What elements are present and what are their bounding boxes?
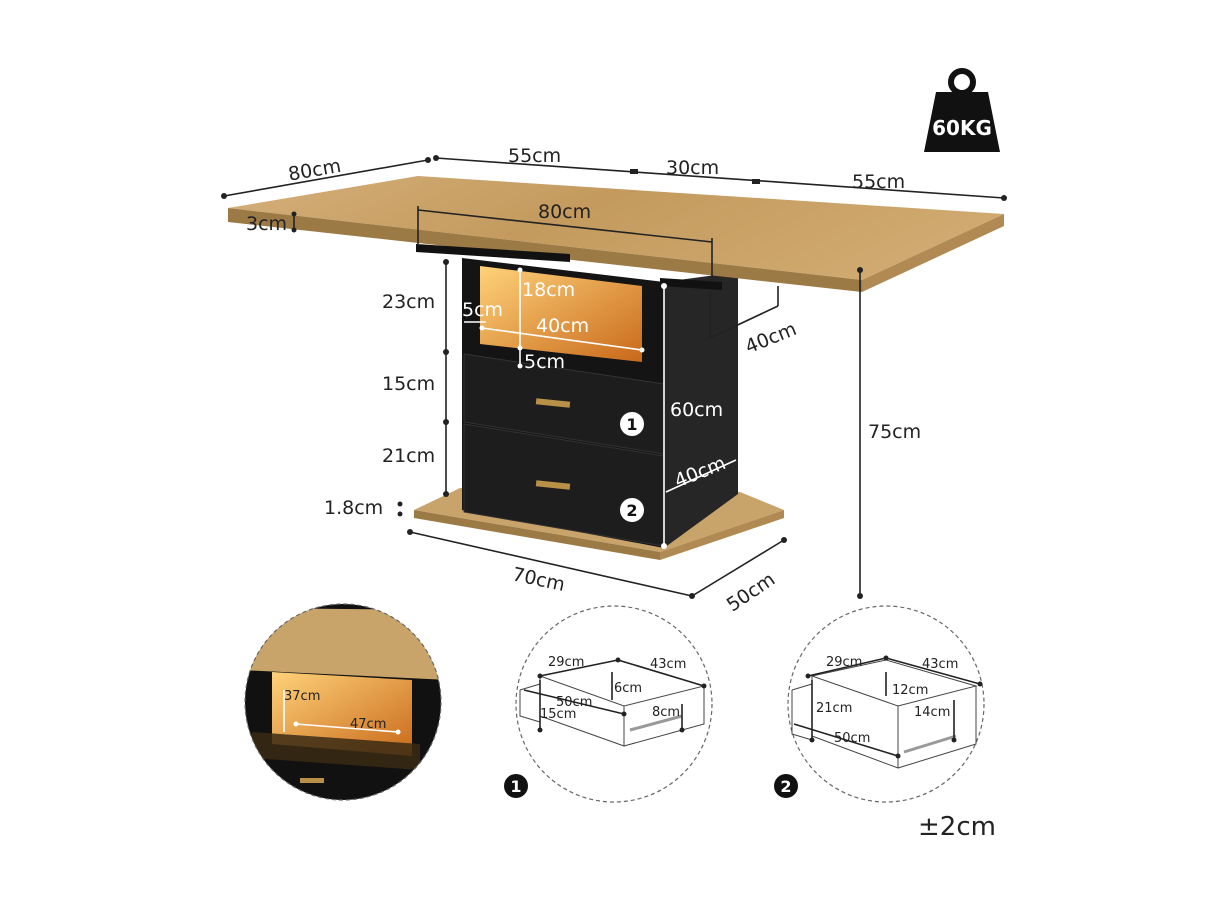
low-height-label: 21cm: [382, 445, 435, 467]
drawer2-width-label: 29cm: [826, 655, 862, 670]
drawer-2-badge: 2: [620, 498, 644, 522]
weight-icon: [924, 68, 1000, 152]
upper-height-label: 23cm: [382, 291, 435, 313]
cabinet-height-label: 60cm: [670, 399, 723, 421]
overhang-label: 40cm: [742, 318, 800, 358]
open-width-label: 40cm: [536, 315, 589, 337]
drawer2-side-height-label: 14cm: [914, 705, 950, 720]
drawer2-inner-height-label: 12cm: [892, 683, 928, 698]
drawer1-depth-label: 43cm: [650, 657, 686, 672]
drawer1-width-label: 29cm: [548, 655, 584, 670]
base-thickness-label: 1.8cm: [324, 497, 383, 519]
detail-drawer-1: 29cm 43cm 6cm 50cm 15cm 8cm 1: [504, 605, 713, 803]
mid-height-label: 15cm: [382, 373, 435, 395]
base-depth-label: 50cm: [723, 568, 779, 616]
drawer1-front-height-label: 15cm: [540, 707, 576, 722]
drawer1-detail-badge: 1: [504, 774, 528, 798]
light-width-label: 47cm: [350, 717, 386, 732]
seg-right-label: 55cm: [852, 171, 905, 193]
drawer2-detail-badge: 2: [774, 774, 798, 798]
svg-text:1: 1: [626, 415, 637, 434]
inset-bottom-label: 5cm: [524, 351, 565, 373]
inset-left-label: 5cm: [462, 299, 503, 321]
dimension-lines: [221, 155, 1007, 599]
top-depth-label: 80cm: [287, 155, 343, 186]
svg-text:2: 2: [780, 777, 791, 796]
base-width-label: 70cm: [510, 563, 567, 596]
detail-light-compartment: 37cm 47cm: [244, 603, 442, 801]
table-top: [228, 176, 1004, 292]
drawer2-depth-label: 43cm: [922, 657, 958, 672]
drawer-1-badge: 1: [620, 412, 644, 436]
drawer2-front-height-label: 21cm: [816, 701, 852, 716]
tolerance-note: ±2cm: [918, 812, 996, 842]
drawer1-inner-height-label: 6cm: [614, 681, 642, 696]
weight-badge: 60KG: [924, 68, 1000, 152]
seg-left-label: 55cm: [508, 145, 561, 167]
drawer1-side-height-label: 8cm: [652, 705, 680, 720]
svg-text:1: 1: [510, 777, 521, 796]
drawer2-length-label: 50cm: [834, 731, 870, 746]
svg-text:2: 2: [626, 501, 637, 520]
seg-mid-label: 30cm: [666, 157, 719, 179]
weight-label: 60KG: [932, 116, 992, 140]
detail-drawer-2: 29cm 43cm 12cm 21cm 50cm 14cm 2: [774, 605, 985, 803]
overall-height-label: 75cm: [868, 421, 921, 443]
light-height-label: 37cm: [284, 689, 320, 704]
open-height-label: 18cm: [522, 279, 575, 301]
thickness-label: 3cm: [246, 213, 287, 235]
drawer1-length-label: 50cm: [556, 695, 592, 710]
inner-top-label: 80cm: [538, 201, 591, 223]
